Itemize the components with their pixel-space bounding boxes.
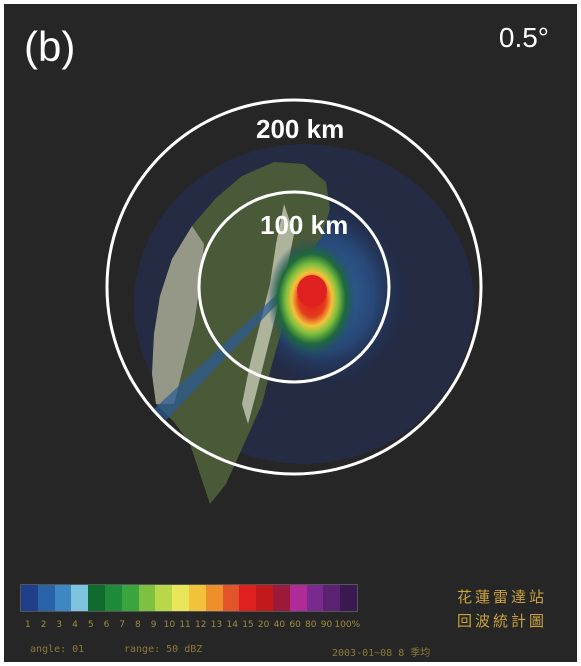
panel-label: (b)	[24, 23, 76, 70]
legend-tick: 100%	[334, 620, 361, 630]
legend-swatch	[205, 585, 223, 611]
legend-swatch	[239, 585, 257, 611]
legend-tick: 2	[40, 620, 47, 630]
legend-tick: 15	[242, 620, 254, 630]
legend-swatch	[323, 585, 341, 611]
beam-blockage	[154, 269, 304, 420]
legend-tick: 80	[305, 620, 317, 630]
legend-tick: 8	[135, 620, 141, 630]
legend-swatch	[256, 585, 273, 611]
legend-tick: 11	[179, 620, 191, 630]
legend-tick: 6	[103, 620, 110, 630]
legend-tick: 9	[150, 620, 157, 630]
legend-colorbar	[20, 584, 358, 612]
legend-tick: 20	[257, 620, 270, 630]
legend-swatch	[138, 585, 156, 611]
legend-swatch	[272, 585, 290, 611]
legend-tick: 4	[72, 620, 78, 630]
legend-tick: 5	[87, 620, 94, 630]
legend-tick: 7	[119, 620, 126, 630]
range-ring-100km	[197, 190, 391, 384]
legend-swatch	[155, 585, 173, 611]
legend-swatch	[121, 585, 139, 611]
legend-tick: 60	[289, 620, 301, 630]
legend-swatch	[21, 585, 38, 611]
station-title-line1: 花蓮雷達站	[456, 588, 547, 606]
legend-tick: 12	[195, 620, 207, 630]
legend-swatch	[88, 585, 105, 611]
legend-tick: 40	[273, 620, 286, 630]
footer-range: range: 50 dBZ	[124, 644, 203, 655]
legend-tick: 1	[24, 620, 31, 630]
footer-angle: angle: 01	[30, 644, 85, 655]
western-plains	[152, 226, 204, 404]
legend-tick: 90	[320, 620, 333, 630]
legend-tick: 14	[226, 620, 238, 630]
legend-swatch	[289, 585, 307, 611]
legend-swatch	[340, 585, 357, 611]
legend-swatch	[306, 585, 324, 611]
legend-tick: 10	[163, 620, 176, 630]
legend-swatch	[71, 585, 89, 611]
ring-label-100km: 100 km	[260, 210, 349, 240]
range-ring-200km	[105, 98, 483, 476]
legend-swatch	[104, 585, 122, 611]
legend-swatch	[222, 585, 240, 611]
echo-core	[297, 275, 327, 307]
legend-tick: 13	[210, 620, 223, 630]
legend-swatch	[54, 585, 72, 611]
ring-label-200km: 200 km	[256, 114, 345, 144]
footer-date: 2003-01~08 8 季均	[332, 648, 431, 659]
station-title-line2: 回波統計圖	[456, 612, 547, 630]
legend-tick: 3	[56, 620, 63, 630]
radar-map	[105, 98, 483, 504]
legend-swatch	[172, 585, 189, 611]
elevation-angle-label: 0.5°	[498, 22, 549, 53]
legend-swatch	[188, 585, 206, 611]
legend-swatch	[37, 585, 55, 611]
